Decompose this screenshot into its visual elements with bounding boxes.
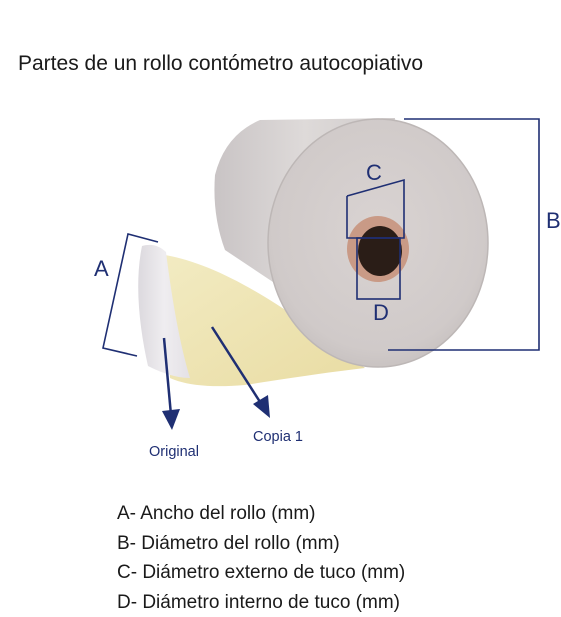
label-d: D — [373, 300, 389, 325]
page-title: Partes de un rollo contómetro autocopiat… — [18, 52, 424, 75]
copy-sheet — [165, 255, 365, 387]
label-original: Original — [149, 444, 199, 460]
annotation-lines — [102, 118, 540, 357]
legend-item-b: B- Diámetro del rollo (mm) — [117, 532, 340, 554]
arrow-original — [162, 337, 180, 430]
legend-item-a: A- Ancho del rollo (mm) — [117, 503, 316, 524]
label-b: B — [546, 208, 561, 233]
legend-item-d: D- Diámetro interno de tuco (mm) — [117, 591, 400, 613]
label-copia: Copia 1 — [253, 429, 303, 445]
legend-item-c: C- Diámetro externo de tuco (mm) — [117, 562, 406, 583]
legend: A- Ancho del rollo (mm) B- Diámetro del … — [117, 499, 405, 617]
label-c: C — [366, 160, 382, 185]
label-a: A — [94, 256, 109, 281]
original-sheet — [138, 244, 190, 378]
core-inner — [358, 226, 402, 276]
arrow-copia — [210, 326, 270, 418]
